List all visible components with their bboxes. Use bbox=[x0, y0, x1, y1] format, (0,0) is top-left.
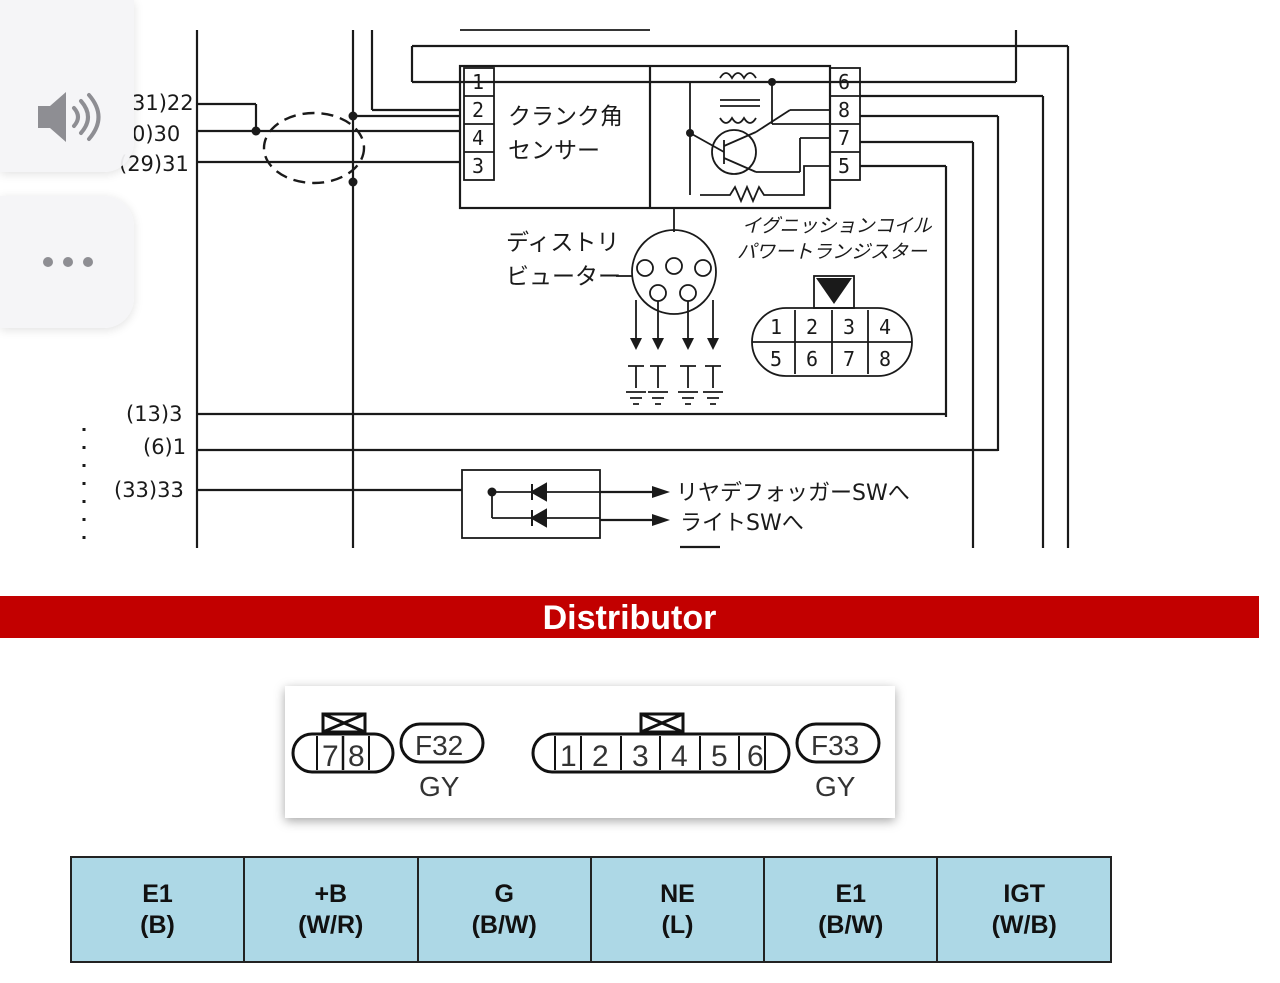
coil-output-wires bbox=[860, 94, 1045, 548]
f33-pin-6: 6 bbox=[747, 740, 764, 773]
table-cell: NE(L) bbox=[589, 856, 766, 963]
f33-pin-3: 3 bbox=[632, 740, 649, 773]
table-cell: E1(B/W) bbox=[762, 856, 939, 963]
wire-color: (B/W) bbox=[818, 910, 884, 939]
sensor-pin-3: 3 bbox=[472, 154, 484, 178]
shield-ellipse bbox=[262, 111, 366, 185]
connector-key-icon bbox=[816, 278, 852, 304]
distributor-banner: Distributor bbox=[0, 596, 1259, 638]
plug-pin-4: 4 bbox=[879, 315, 891, 339]
sensor-pin-2: 2 bbox=[472, 98, 484, 122]
signal-name: E1 bbox=[835, 879, 867, 908]
connector-illustration: 7 8 F32 GY 1 2 3 4 5 6 F33 GY bbox=[285, 686, 895, 818]
wire-label-22: 31)22 bbox=[132, 91, 194, 115]
sensor-feed-wires bbox=[197, 102, 460, 187]
wire-color: (B) bbox=[140, 910, 175, 939]
f33-pin-4: 4 bbox=[671, 740, 688, 773]
diode-icon-1 bbox=[529, 482, 547, 502]
coil-pin-7: 7 bbox=[838, 126, 850, 150]
f33-pin-2: 2 bbox=[592, 740, 609, 773]
wire-color: (B/W) bbox=[471, 910, 537, 939]
coil-winding-icon bbox=[719, 72, 760, 124]
distributor-label-1: ディストリ bbox=[506, 230, 619, 256]
left-wire-labels: 31)22 0)30 (29)31 (13)3 (6)1 (33)33 bbox=[114, 91, 194, 502]
table-row: E1(B) +B(W/R) G(B/W) NE(L) E1(B/W) IGT(W… bbox=[69, 856, 1112, 963]
coil-connector-face: 1 2 3 4 5 6 7 8 bbox=[751, 275, 913, 377]
signal-name: NE bbox=[660, 879, 695, 908]
distributor-cap-icon bbox=[631, 229, 717, 315]
rear-defogger-switch-label: リヤデフォッガーSWへ bbox=[676, 481, 910, 506]
f33-color: GY bbox=[815, 771, 856, 802]
wire-label-3: (13)3 bbox=[126, 402, 182, 426]
plug-pin-3: 3 bbox=[843, 315, 855, 339]
connector-drawing: 7 8 F32 GY 1 2 3 4 5 6 F33 GY bbox=[291, 712, 881, 802]
signal-name: G bbox=[494, 879, 514, 908]
coil-transistor-label-2: パワートランジスター bbox=[737, 241, 928, 263]
f33-pin-5: 5 bbox=[711, 740, 728, 773]
wire-color: (W/B) bbox=[991, 910, 1057, 939]
coil-pin-5: 5 bbox=[838, 154, 850, 178]
bus-lines bbox=[195, 29, 1070, 548]
distributor-cap: ディストリ ビューター bbox=[506, 208, 723, 405]
distributor-unit: 1 2 4 3 クランク角 センサー 6 8 7 5 bbox=[458, 64, 861, 210]
plug-pin-7: 7 bbox=[843, 347, 855, 371]
crank-sensor-label-1: クランク角 bbox=[508, 104, 623, 130]
wire-label-31: (29)31 bbox=[119, 152, 189, 176]
coil-pin-6: 6 bbox=[838, 70, 850, 94]
signal-name: IGT bbox=[1003, 879, 1046, 908]
wire-label-33: (33)33 bbox=[114, 478, 184, 502]
table-cell: G(B/W) bbox=[416, 856, 592, 963]
table-cell: E1(B) bbox=[69, 856, 246, 963]
light-switch-label: ライトSWへ bbox=[680, 511, 804, 536]
connector-f32: 7 8 F32 GY bbox=[291, 712, 485, 802]
sensor-pin-4: 4 bbox=[472, 126, 484, 150]
wiring-schematic: 31)22 0)30 (29)31 (13)3 (6)1 (33)33 1 2 … bbox=[82, 29, 1070, 549]
f32-pin-8: 8 bbox=[348, 740, 365, 773]
more-options-button[interactable] bbox=[0, 196, 134, 328]
banner-title: Distributor bbox=[542, 599, 717, 637]
connector-f33: 1 2 3 4 5 6 F33 GY bbox=[531, 712, 881, 802]
lock-tab-icon bbox=[640, 712, 684, 734]
coil-transistor-label-1: イグニッションコイル bbox=[742, 215, 933, 237]
sensor-pin-1: 1 bbox=[472, 70, 484, 94]
signal-name: +B bbox=[314, 879, 348, 908]
distributor-label-2: ビューター bbox=[506, 264, 621, 290]
wire-label-1: (6)1 bbox=[143, 435, 186, 459]
plug-pin-5: 5 bbox=[770, 347, 782, 371]
f32-id: F32 bbox=[415, 730, 463, 761]
sound-button[interactable] bbox=[0, 0, 134, 172]
pin-signal-table: E1(B) +B(W/R) G(B/W) NE(L) E1(B/W) IGT(W… bbox=[69, 856, 1112, 963]
lower-wires: リヤデフォッガーSWへ ライトSWへ bbox=[197, 412, 998, 549]
f32-pin-7: 7 bbox=[322, 740, 339, 773]
spark-plug-icons bbox=[626, 365, 723, 405]
lock-tab-icon bbox=[322, 712, 366, 734]
diode-icon-2 bbox=[529, 508, 547, 528]
crank-sensor-label-2: センサー bbox=[508, 138, 600, 164]
table-cell: +B(W/R) bbox=[243, 856, 419, 963]
f32-color: GY bbox=[419, 771, 460, 802]
speaker-icon bbox=[38, 92, 101, 142]
plug-pin-2: 2 bbox=[806, 315, 818, 339]
more-dots-icon bbox=[43, 257, 93, 267]
transistor-icon bbox=[711, 129, 757, 175]
table-cell: IGT(W/B) bbox=[936, 856, 1112, 963]
plug-pin-8: 8 bbox=[879, 347, 891, 371]
wire-color: (W/R) bbox=[298, 910, 364, 939]
plug-pin-1: 1 bbox=[770, 315, 782, 339]
signal-name: E1 bbox=[142, 879, 173, 908]
wire-label-30: 0)30 bbox=[132, 122, 180, 146]
resistor-icon bbox=[700, 165, 830, 204]
plug-pin-6: 6 bbox=[806, 347, 818, 371]
f33-id: F33 bbox=[811, 730, 859, 761]
f33-pin-1: 1 bbox=[560, 740, 577, 773]
wire-color: (L) bbox=[661, 910, 694, 939]
coil-pin-8: 8 bbox=[838, 98, 850, 122]
